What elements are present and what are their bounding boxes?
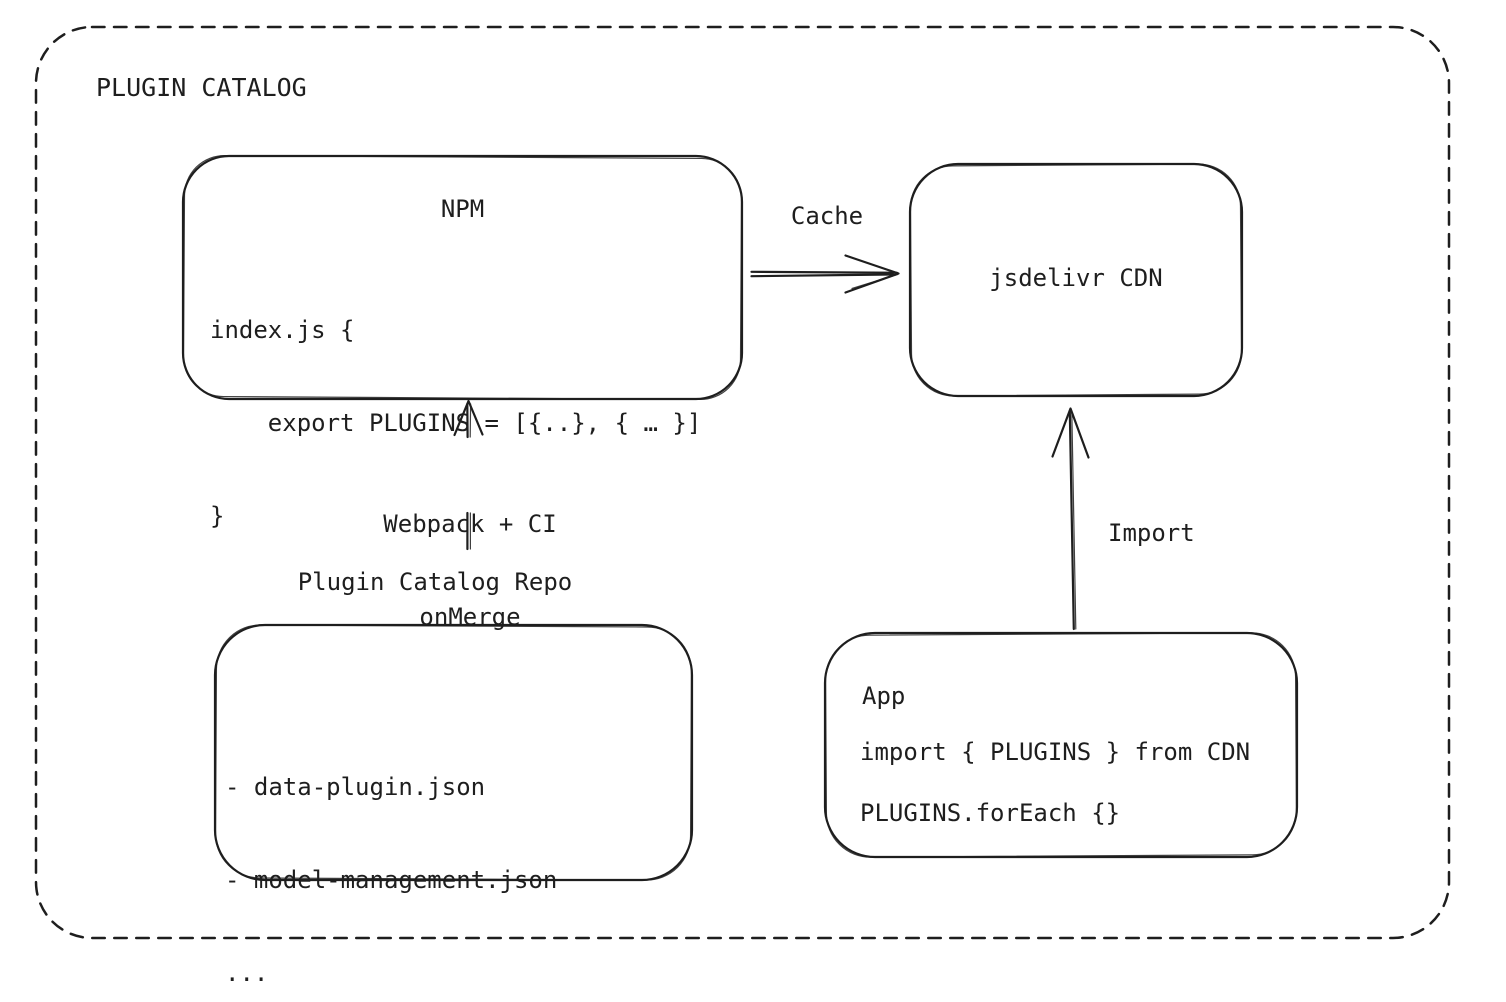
build-arrow-label: Webpack + CI onMerge (320, 447, 620, 695)
import-arrow-head (1051, 407, 1090, 459)
repo-file-list: - data-plugin.json - model-management.js… (225, 710, 557, 1002)
import-arrow-label: Import (1108, 519, 1195, 547)
app-code-line: import { PLUGINS } from CDN (860, 738, 1251, 766)
build-arrow (453, 399, 484, 551)
build-arrow-head (453, 399, 484, 437)
repo-box-sketch-echo (214, 624, 693, 881)
import-arrow-shaft (1068, 409, 1075, 631)
cache-arrow-head-echo (851, 273, 899, 290)
diagram-title: PLUGIN CATALOG (96, 73, 307, 102)
plugin-catalog-frame (34, 25, 1451, 940)
repo-file-item: - model-management.json (225, 866, 558, 894)
app-box-title: App (862, 682, 906, 710)
repo-box-heading: Plugin Catalog Repo (297, 568, 573, 596)
cache-arrow-shaft (750, 270, 899, 274)
npm-box-title: NPM (440, 195, 485, 223)
repo-box (213, 623, 694, 882)
cdn-box-sketch-echo (909, 163, 1243, 397)
import-arrow-shaft-echo (1071, 410, 1077, 630)
app-code-line: PLUGINS.forEach {} (860, 799, 1121, 827)
cdn-box (908, 162, 1244, 398)
npm-code-line: } (210, 502, 225, 530)
app-box-sketch-echo (824, 632, 1298, 858)
cache-arrow-shaft-echo (750, 273, 895, 278)
cache-arrow-label: Cache (790, 202, 864, 230)
npm-code-line: export PLUGINS = [{..}, { … }] (210, 409, 702, 437)
build-arrow-label-line: onMerge (419, 603, 521, 631)
npm-code-block: index.js { export PLUGINS = [{..}, { … }… (210, 253, 701, 594)
import-arrow (1051, 407, 1090, 631)
build-arrow-label-line: Webpack + CI (383, 510, 557, 538)
cache-arrow-head (844, 254, 900, 294)
npm-box (181, 154, 744, 401)
cache-arrow (750, 254, 900, 294)
npm-code-line: index.js { (210, 316, 355, 344)
repo-file-item: - data-plugin.json (225, 773, 486, 801)
repo-file-item: ... (225, 959, 269, 987)
npm-box-sketch-echo (182, 154, 743, 401)
app-box (823, 631, 1299, 859)
cdn-box-label: jsdelivr CDN (989, 264, 1163, 292)
